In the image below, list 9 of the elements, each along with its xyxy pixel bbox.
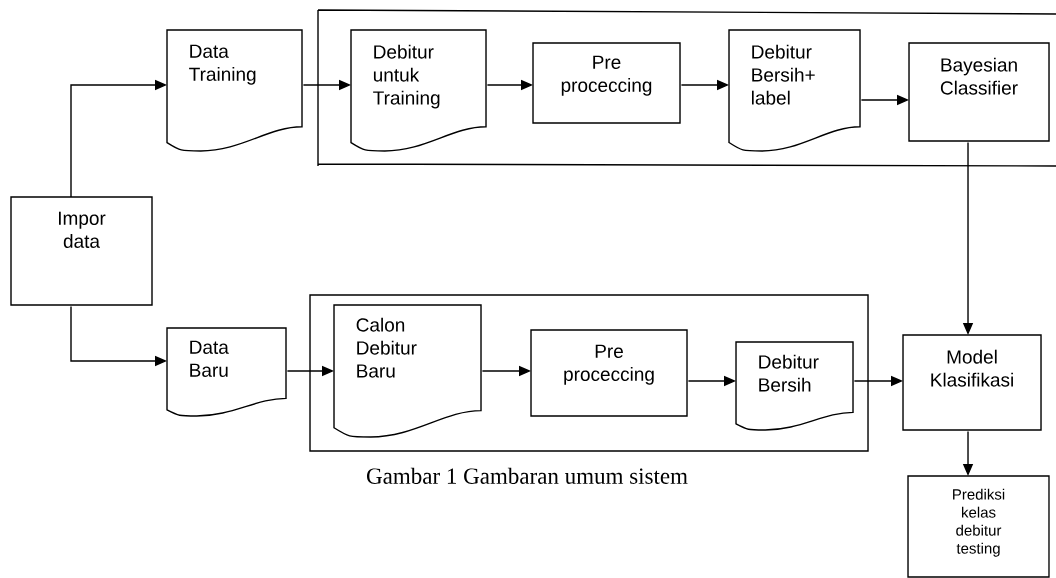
group-frame — [309, 294, 869, 452]
group-frame — [317, 9, 1056, 167]
process-box: Prediksi kelas debitur testing — [907, 475, 1050, 578]
process-box: Bayesian Classifier — [908, 42, 1050, 142]
process-box: Pre proceccing — [530, 329, 688, 417]
process-box: Impor data — [10, 196, 153, 306]
process-box: Pre proceccing — [532, 42, 681, 124]
process-box: Model Klasifikasi — [902, 334, 1042, 431]
caption: Gambar 1 Gambaran umum sistem — [367, 467, 688, 484]
